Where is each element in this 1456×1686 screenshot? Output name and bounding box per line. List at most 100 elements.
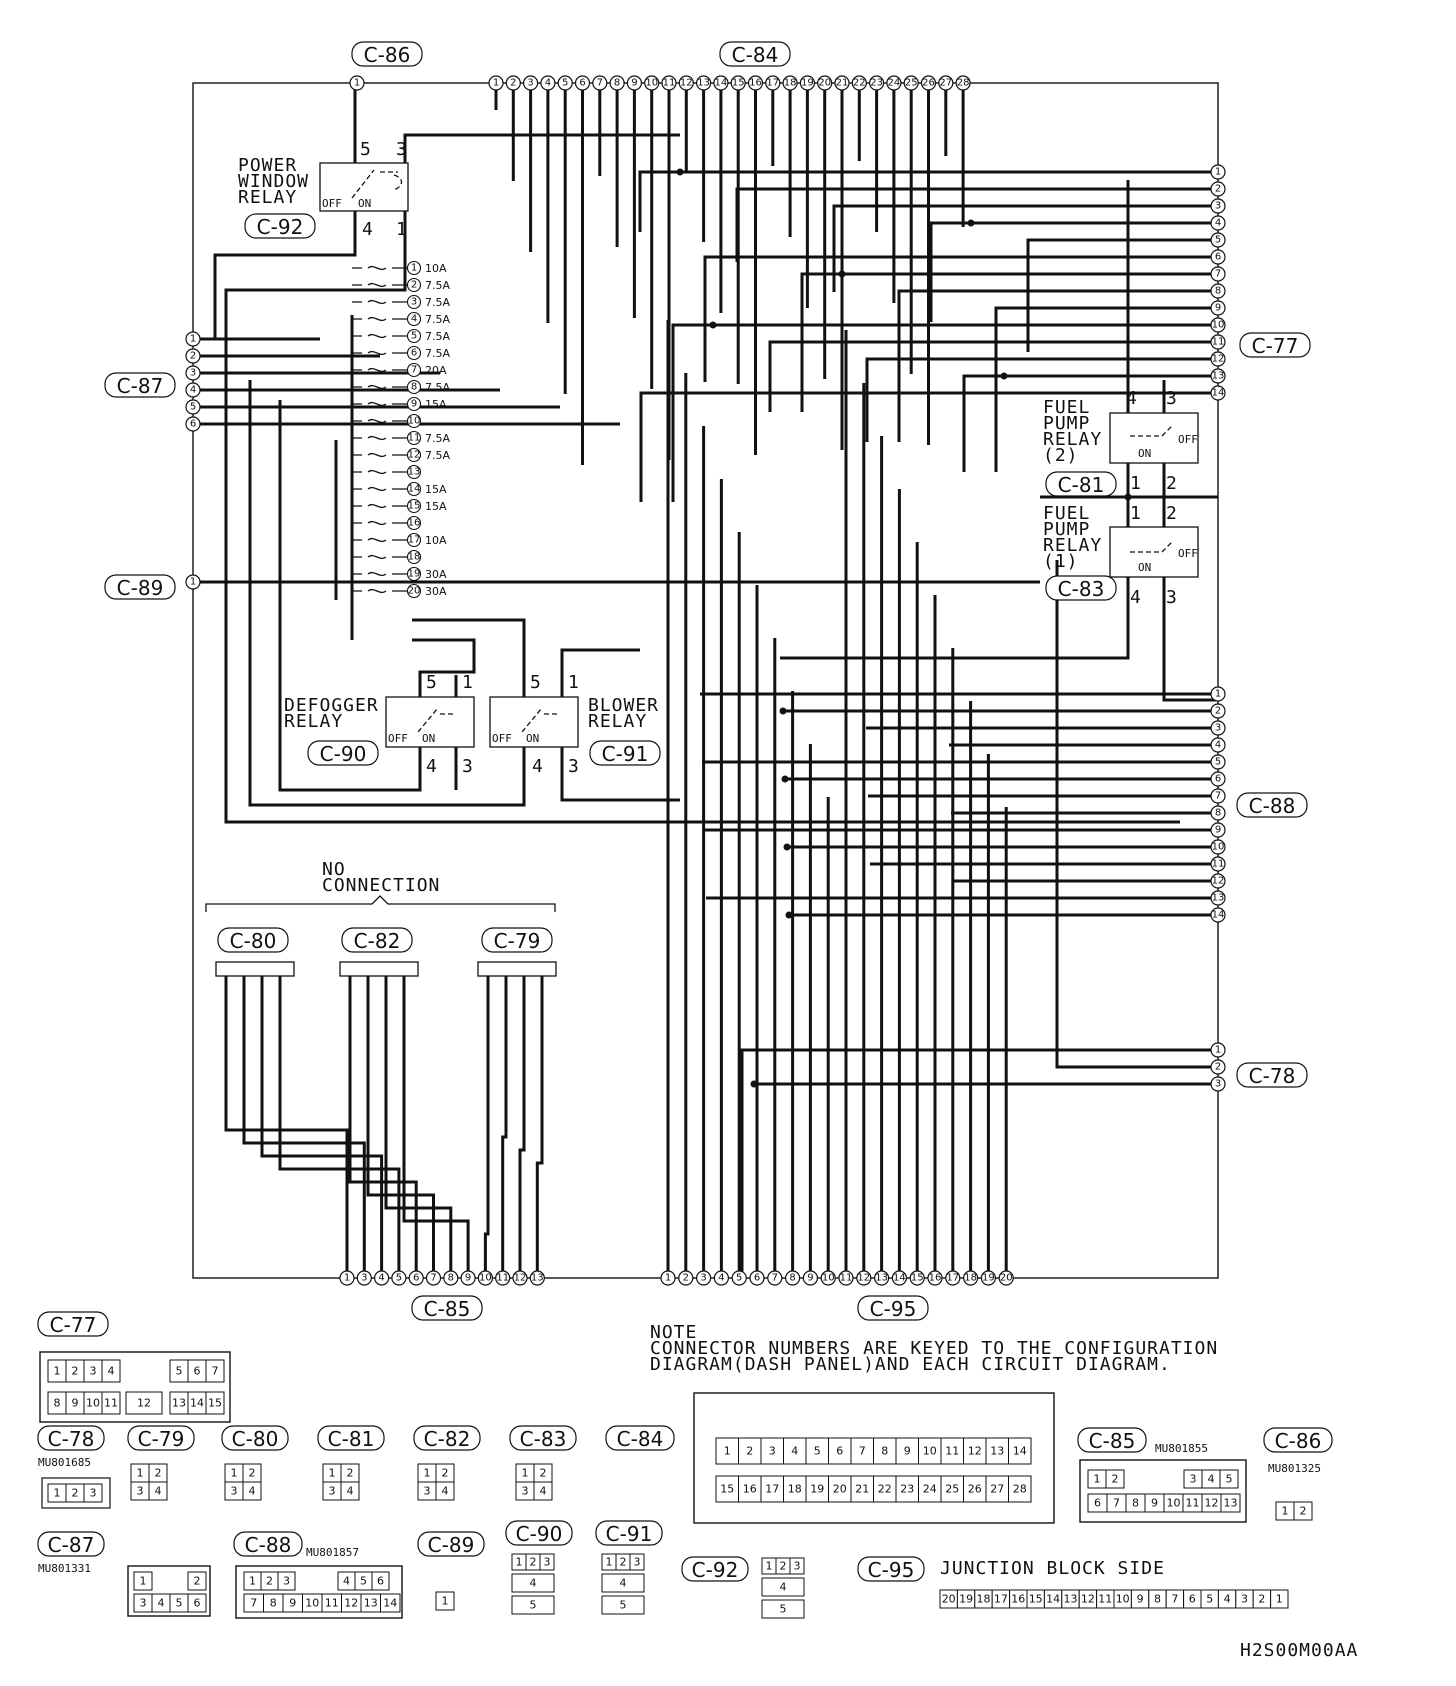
- svg-text:4: 4: [780, 1581, 787, 1594]
- svg-text:C-95: C-95: [868, 1558, 915, 1582]
- c95-pin: 1: [660, 1270, 676, 1286]
- svg-text:2: 2: [510, 78, 516, 89]
- svg-text:1: 1: [516, 1556, 523, 1569]
- svg-text:3: 3: [1215, 201, 1221, 212]
- svg-text:C-91: C-91: [602, 742, 649, 766]
- fuse-18: 18: [352, 549, 422, 565]
- c88-pin: 4: [1210, 737, 1226, 753]
- svg-text:6: 6: [411, 348, 417, 359]
- c88-pin: 3: [1210, 720, 1226, 736]
- c87-pin: 1: [185, 331, 201, 347]
- c84-pin: 11: [661, 75, 677, 91]
- c87-row1-right: 2: [187, 1571, 207, 1591]
- svg-text:10: 10: [408, 416, 421, 427]
- wire: [1162, 577, 1218, 702]
- svg-text:14: 14: [1212, 910, 1225, 921]
- c95-pin: 18: [962, 1270, 979, 1286]
- svg-text:6: 6: [1215, 774, 1221, 785]
- svg-text:20A: 20A: [425, 364, 447, 377]
- svg-text:12: 12: [1081, 1593, 1095, 1606]
- c78-pin: 3: [1210, 1076, 1226, 1092]
- svg-text:5: 5: [176, 1365, 183, 1378]
- svg-text:OFF: OFF: [1178, 547, 1198, 560]
- svg-text:PUMP: PUMP: [1043, 413, 1090, 434]
- wire: [403, 133, 680, 163]
- svg-text:1: 1: [354, 78, 360, 89]
- svg-text:C-79: C-79: [494, 929, 541, 953]
- svg-text:9: 9: [72, 1397, 79, 1410]
- c77-pin: 10: [1210, 317, 1226, 333]
- svg-text:11: 11: [840, 1273, 853, 1284]
- svg-text:2: 2: [1166, 473, 1178, 494]
- c85-pin: 3: [356, 1270, 372, 1286]
- svg-text:3: 3: [634, 1556, 641, 1569]
- svg-text:2: 2: [411, 280, 417, 291]
- svg-text:OFF: OFF: [322, 197, 342, 210]
- svg-text:2: 2: [442, 1467, 449, 1480]
- svg-text:FUEL: FUEL: [1043, 397, 1090, 418]
- svg-text:16: 16: [749, 78, 762, 89]
- svg-text:1: 1: [344, 1273, 350, 1284]
- c85-pin: 6: [408, 1270, 424, 1286]
- svg-text:10: 10: [645, 78, 658, 89]
- svg-text:1: 1: [1282, 1505, 1289, 1518]
- svg-text:4: 4: [362, 219, 374, 240]
- c87-pin: 6: [185, 416, 201, 432]
- svg-text:7.5A: 7.5A: [425, 381, 450, 394]
- connector-label-c78: C-78: [1236, 1062, 1308, 1088]
- svg-text:C-77: C-77: [1252, 334, 1299, 358]
- wire: [735, 187, 1218, 262]
- svg-text:21: 21: [836, 78, 849, 89]
- svg-text:C-92: C-92: [692, 1558, 739, 1582]
- svg-text:2: 2: [746, 1445, 753, 1458]
- c87-housing: [127, 1565, 211, 1617]
- svg-text:2: 2: [266, 1575, 273, 1588]
- no-connection-group: NO CONNECTION: [205, 859, 557, 977]
- svg-text:11: 11: [1212, 859, 1225, 870]
- svg-text:1: 1: [329, 1467, 336, 1480]
- svg-text:ON: ON: [358, 197, 371, 210]
- svg-text:5: 5: [1206, 1593, 1213, 1606]
- svg-text:28: 28: [1013, 1483, 1027, 1496]
- svg-text:1: 1: [1130, 473, 1142, 494]
- wire: [994, 306, 1218, 472]
- svg-text:12: 12: [344, 1597, 358, 1610]
- connector-label-c85: C-85: [411, 1295, 483, 1321]
- svg-text:7.5A: 7.5A: [425, 330, 450, 343]
- svg-text:7.5A: 7.5A: [425, 279, 450, 292]
- connector-label-c91: C-91: [589, 740, 661, 766]
- svg-text:4: 4: [1215, 218, 1221, 229]
- wire: [501, 976, 508, 1278]
- wire: [412, 618, 526, 697]
- svg-text:9: 9: [1215, 825, 1221, 836]
- svg-text:14: 14: [408, 484, 421, 495]
- wire: [560, 747, 680, 802]
- svg-text:8: 8: [1215, 808, 1221, 819]
- svg-text:6: 6: [1215, 252, 1221, 263]
- wire: [518, 976, 526, 1278]
- svg-text:5: 5: [530, 672, 542, 693]
- svg-text:15: 15: [720, 1483, 734, 1496]
- svg-text:5: 5: [360, 1575, 367, 1588]
- svg-text:1: 1: [54, 1365, 61, 1378]
- svg-text:13: 13: [1212, 893, 1225, 904]
- c85-pin: 13: [529, 1270, 545, 1286]
- svg-text:16: 16: [408, 518, 421, 529]
- c90-row2: 4: [511, 1573, 555, 1593]
- svg-text:25: 25: [945, 1483, 959, 1496]
- svg-text:9: 9: [807, 1273, 813, 1284]
- svg-text:26: 26: [968, 1483, 982, 1496]
